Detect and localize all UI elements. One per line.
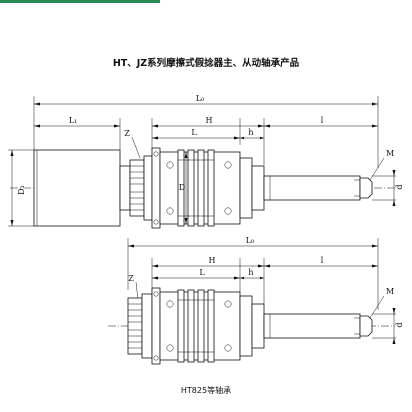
flange (151, 147, 161, 229)
large-cylinder (33, 149, 121, 227)
label-L0-bottom: L₀ (246, 236, 255, 245)
label-L0: L₀ (196, 94, 205, 103)
drawing-title: HT、JZ系列摩擦式假捻器主、从动轴承产品 (113, 57, 299, 69)
label-h-bottom: h (248, 268, 253, 277)
label-Z-bottom: Z (128, 274, 134, 283)
label-l: l (321, 116, 324, 125)
flange-bottom (151, 287, 161, 365)
label-d: d (395, 184, 404, 189)
label-Z: Z (124, 129, 130, 138)
label-M: M (386, 149, 394, 158)
knurled-ring-bottom (127, 297, 143, 355)
label-M-bottom: M (386, 287, 394, 296)
bottom-caption: HT825等轴承 (181, 385, 231, 395)
bottom-bearing: L₀ H l L h Z (108, 236, 404, 365)
label-l-bottom: l (321, 256, 324, 265)
label-L1: L₁ (69, 116, 78, 125)
label-L-bottom: L (199, 268, 205, 277)
label-D: D (179, 183, 185, 192)
label-L: L (191, 128, 197, 137)
top-bearing: L₀ L₁ H l L h Z (8, 94, 404, 229)
label-D1: D₁ (17, 185, 26, 195)
label-H-bottom: H (209, 256, 216, 265)
shaft-bottom (263, 313, 361, 339)
knurled-ring (129, 159, 145, 217)
shaft (263, 175, 361, 201)
label-H: H (206, 116, 213, 125)
top-accent-bar (0, 0, 160, 3)
label-h: h (248, 128, 253, 137)
label-d-bottom: d (395, 322, 404, 327)
